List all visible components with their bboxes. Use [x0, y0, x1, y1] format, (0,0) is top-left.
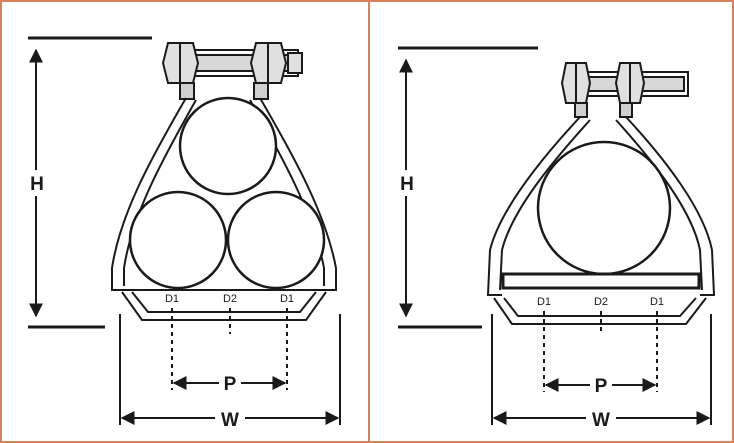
left-panel: H [26, 36, 341, 431]
cable-trefoil [128, 96, 326, 290]
marker-d2: D2 [594, 296, 608, 308]
marker-d2: D2 [223, 293, 237, 305]
bolt-icon [560, 62, 689, 118]
base-plate [501, 272, 701, 290]
width-label: W [221, 410, 239, 431]
width-label: W [592, 410, 610, 431]
cable-single [536, 140, 672, 276]
pitch-label: P [595, 376, 608, 397]
right-panel: H D1 D2 D1 [396, 46, 716, 431]
centre-lines [543, 311, 658, 392]
marker-d1-left: D1 [537, 296, 551, 308]
marker-d1-left: D1 [165, 293, 179, 305]
cable-top [178, 96, 278, 196]
centre-lines [171, 308, 288, 390]
height-label: H [400, 174, 414, 195]
marker-d1-right: D1 [650, 296, 664, 308]
clamp-strap [111, 97, 337, 321]
height-label: H [30, 174, 44, 195]
cable-bottom-left [128, 190, 228, 290]
pitch-label: P [224, 374, 237, 395]
bolt-icon [161, 42, 303, 100]
marker-d1-right: D1 [280, 293, 294, 305]
cable-bottom-right [226, 190, 326, 290]
clamp-strap [486, 116, 716, 325]
